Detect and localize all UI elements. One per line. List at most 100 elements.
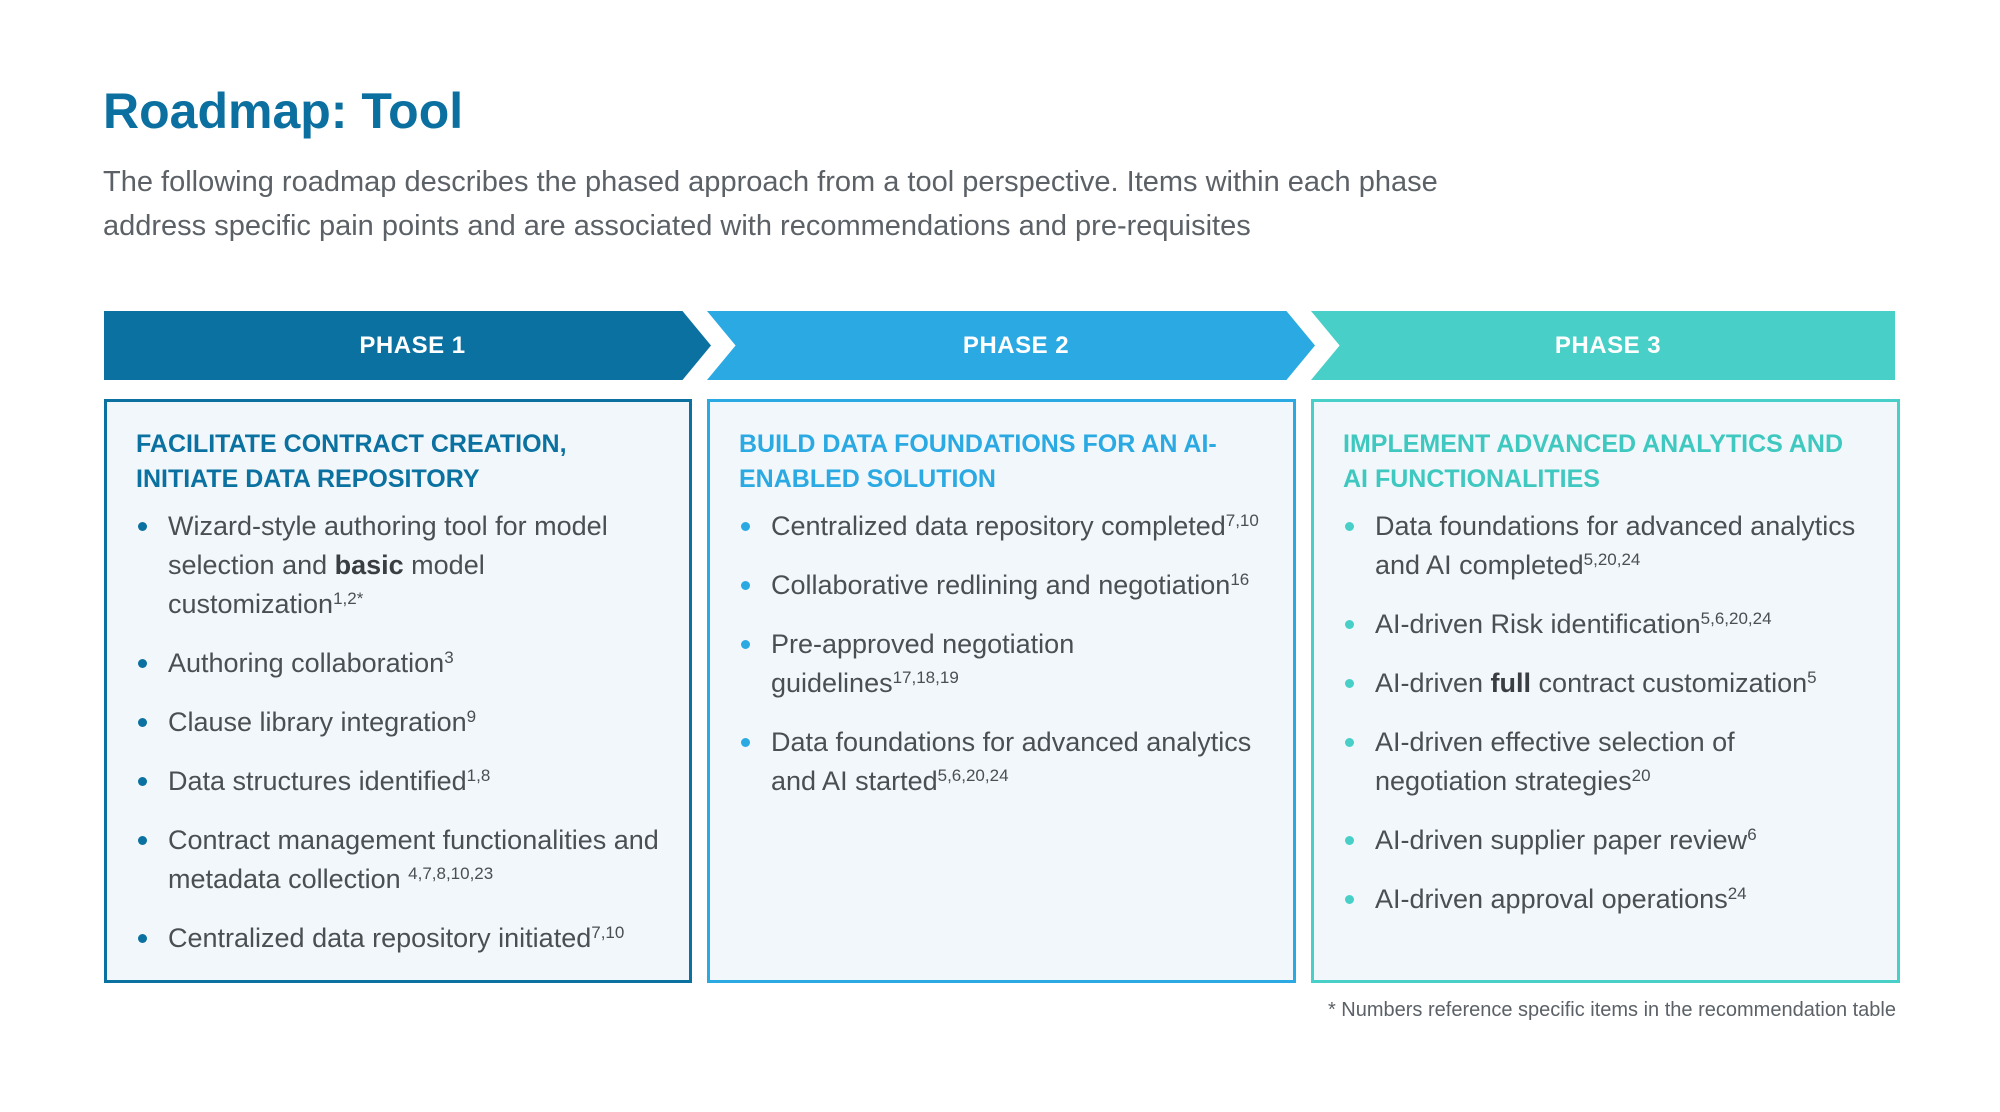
phase-3-list-item: AI-driven full contract customization5 <box>1343 664 1869 703</box>
bullet-icon <box>138 718 147 727</box>
reference-numbers: 24 <box>1727 884 1747 903</box>
item-text: Wizard-style authoring tool for model se… <box>168 511 608 580</box>
bullet-icon <box>741 738 750 747</box>
reference-numbers: 1,8 <box>466 766 491 785</box>
reference-numbers: 7,10 <box>591 923 625 942</box>
reference-numbers: 5,6,20,24 <box>937 766 1009 785</box>
list-item-text: Data foundations for advanced analytics … <box>771 727 1251 796</box>
phase-3-list-item: AI-driven supplier paper review6 <box>1343 821 1869 860</box>
bullet-icon <box>1345 620 1354 629</box>
reference-numbers: 6 <box>1747 825 1757 844</box>
reference-numbers: 4,7,8,10,23 <box>408 864 494 883</box>
item-text: Centralized data repository initiated <box>168 923 592 953</box>
list-item-text: Centralized data repository initiated7,1… <box>168 923 624 953</box>
bullet-icon <box>138 659 147 668</box>
page-title: Roadmap: Tool <box>103 83 464 139</box>
reference-numbers: 7,10 <box>1225 511 1259 530</box>
item-text: AI-driven approval operations <box>1375 884 1728 914</box>
item-emphasis: basic <box>334 550 404 580</box>
item-text: Authoring collaboration <box>168 648 445 678</box>
footnote: * Numbers reference specific items in th… <box>1327 999 1896 1021</box>
phase-2-list-item: Data foundations for advanced analytics … <box>739 723 1265 801</box>
item-text: Collaborative redlining and negotiation <box>771 570 1231 600</box>
item-text: Contract management functionalities and … <box>168 825 659 894</box>
reference-numbers: 3 <box>444 648 454 667</box>
bullet-icon <box>1345 738 1354 747</box>
item-text: Data structures identified <box>168 766 467 796</box>
list-item-text: Clause library integration9 <box>168 707 476 737</box>
reference-numbers: 5 <box>1807 668 1817 687</box>
list-item-text: AI-driven supplier paper review6 <box>1375 825 1757 855</box>
phase-1-list-item: Authoring collaboration3 <box>136 644 661 683</box>
bullet-icon <box>1345 522 1354 531</box>
item-text-continued: contract customization <box>1531 668 1808 698</box>
phase-2-list-item: Pre-approved negotiation guidelines17,18… <box>739 625 1265 703</box>
item-text: Data foundations for advanced analytics … <box>1375 511 1856 580</box>
item-text: Centralized data repository completed <box>771 511 1226 541</box>
page-subtitle: The following roadmap describes the phas… <box>103 166 1438 242</box>
phase-1-banner: PHASE 1 <box>104 311 711 380</box>
phase-1-panel: FACILITATE CONTRACT CREATION, INITIATE D… <box>104 399 692 983</box>
list-item-text: Contract management functionalities and … <box>168 825 659 894</box>
bullet-icon <box>741 640 750 649</box>
phase-1-list-item: Centralized data repository initiated7,1… <box>136 919 661 958</box>
item-text: Pre-approved negotiation guidelines <box>771 629 1075 698</box>
reference-numbers: 5,20,24 <box>1583 550 1641 569</box>
bullet-icon <box>1345 836 1354 845</box>
list-item-text: AI-driven effective selection of negotia… <box>1375 727 1735 796</box>
phase-3-list-item: AI-driven approval operations24 <box>1343 880 1869 919</box>
bullet-icon <box>741 522 750 531</box>
list-item-text: AI-driven full contract customization5 <box>1375 668 1817 698</box>
list-item-text: Data foundations for advanced analytics … <box>1375 511 1855 580</box>
bullet-icon <box>1345 895 1354 904</box>
phase-3-banner: PHASE 3 <box>1311 311 1895 380</box>
phase-3-list-item: AI-driven effective selection of negotia… <box>1343 723 1869 801</box>
bullet-icon <box>138 522 147 531</box>
phase-2-banner: PHASE 2 <box>707 311 1315 380</box>
list-item-text: Collaborative redlining and negotiation1… <box>771 570 1249 600</box>
list-item-text: Data structures identified1,8 <box>168 766 490 796</box>
phase-1-item-list: Wizard-style authoring tool for model se… <box>136 507 661 958</box>
item-emphasis: full <box>1490 668 1532 698</box>
list-item-text: Authoring collaboration3 <box>168 648 454 678</box>
bullet-icon <box>138 934 147 943</box>
phase-3-label: PHASE 3 <box>1554 331 1662 359</box>
list-item-text: Centralized data repository completed7,1… <box>771 511 1259 541</box>
reference-numbers: 17,18,19 <box>892 668 959 687</box>
phase-2-list-item: Centralized data repository completed7,1… <box>739 507 1265 546</box>
phase-1-list-item: Contract management functionalities and … <box>136 821 661 899</box>
phase-1-list-item: Data structures identified1,8 <box>136 762 661 801</box>
phase-1-heading: FACILITATE CONTRACT CREATION, INITIATE D… <box>136 430 567 493</box>
reference-numbers: 9 <box>466 707 477 726</box>
item-text: Clause library integration <box>168 707 467 737</box>
reference-numbers: 16 <box>1230 570 1250 589</box>
bullet-icon <box>1345 679 1354 688</box>
bullet-icon <box>138 836 147 845</box>
phase-3-heading: IMPLEMENT ADVANCED ANALYTICS AND AI FUNC… <box>1343 430 1844 493</box>
item-text: AI-driven <box>1375 668 1491 698</box>
reference-numbers: 20 <box>1631 766 1651 785</box>
phase-2-label: PHASE 2 <box>962 331 1070 359</box>
item-text-continued: model customization <box>168 550 485 619</box>
list-item-text: Pre-approved negotiation guidelines17,18… <box>771 629 1074 698</box>
reference-numbers: 5,6,20,24 <box>1700 609 1772 628</box>
phase-3-list-item: AI-driven Risk identification5,6,20,24 <box>1343 605 1869 644</box>
phase-3-item-list: Data foundations for advanced analytics … <box>1343 507 1869 919</box>
list-item-text: AI-driven approval operations24 <box>1375 884 1747 914</box>
phase-1-list-item: Clause library integration9 <box>136 703 661 742</box>
phase-1-list-item: Wizard-style authoring tool for model se… <box>136 507 661 624</box>
bullet-icon <box>138 777 147 786</box>
phase-2-heading: BUILD DATA FOUNDATIONS FOR AN AI-ENABLED… <box>739 430 1217 493</box>
list-item-text: AI-driven Risk identification5,6,20,24 <box>1375 609 1772 639</box>
phase-3-list-item: Data foundations for advanced analytics … <box>1343 507 1869 585</box>
item-text: AI-driven Risk identification <box>1375 609 1701 639</box>
phase-1-label: PHASE 1 <box>359 331 466 359</box>
phase-3-panel: IMPLEMENT ADVANCED ANALYTICS AND AI FUNC… <box>1311 399 1900 983</box>
bullet-icon <box>741 581 750 590</box>
list-item-text: Wizard-style authoring tool for model se… <box>168 511 608 619</box>
phase-2-list-item: Collaborative redlining and negotiation1… <box>739 566 1265 605</box>
item-text: AI-driven supplier paper review <box>1375 825 1748 855</box>
item-text: Data foundations for advanced analytics … <box>771 727 1252 796</box>
phase-2-panel: BUILD DATA FOUNDATIONS FOR AN AI-ENABLED… <box>707 399 1296 983</box>
reference-numbers: 1,2* <box>333 589 364 608</box>
